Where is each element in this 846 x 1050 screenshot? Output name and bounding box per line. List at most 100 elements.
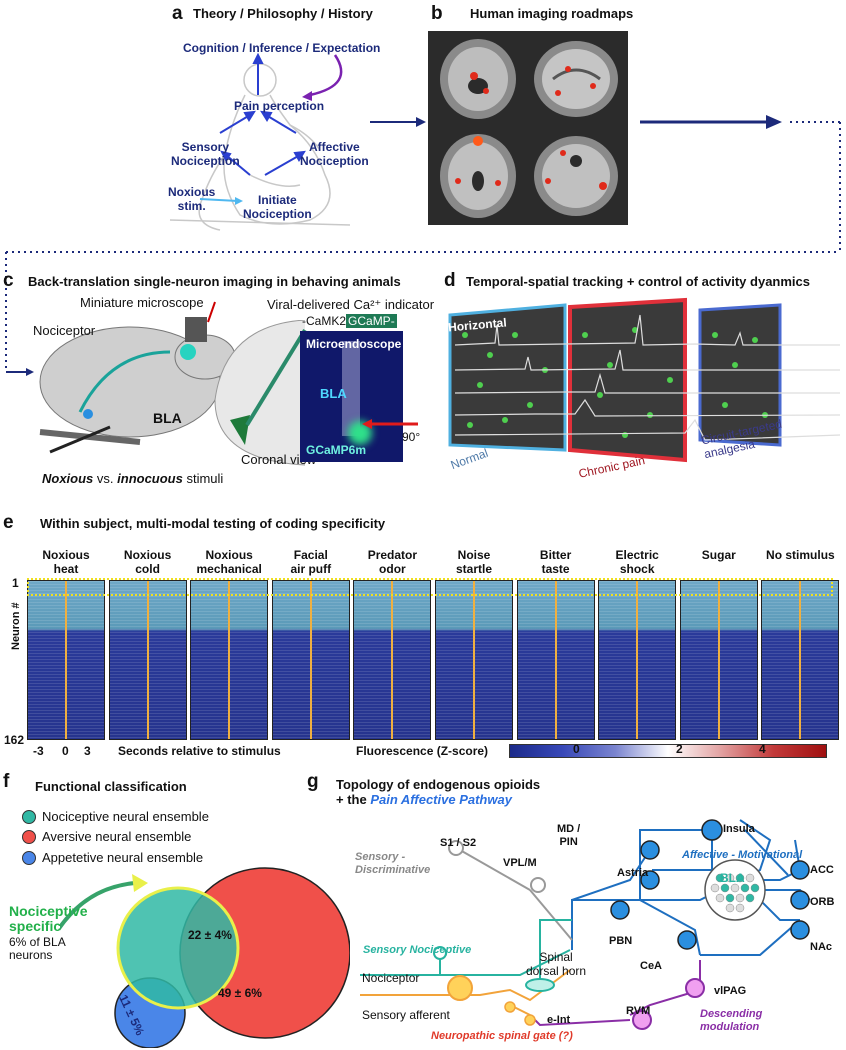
label-coronal-view: Coronal view	[241, 452, 317, 467]
panel-f-letter: f	[3, 771, 10, 792]
condition-title: Noxious mechanical	[196, 548, 262, 576]
panel-g-letter: g	[307, 771, 319, 792]
label-cea: CeA	[640, 960, 663, 972]
label-initiate-nociception: Initiate Nociception	[243, 193, 312, 221]
lens-track	[342, 341, 360, 436]
condition-title: Facial air puff	[290, 548, 332, 576]
label-spinal-horn: Spinal dorsal horn	[526, 950, 587, 978]
stimulus-onset-line	[309, 581, 312, 739]
coronal-section	[214, 320, 307, 466]
arrow-b-to-c	[640, 115, 841, 252]
panel-c-title: Back-translation single-neuron imaging i…	[28, 274, 401, 289]
legend-label: Aversive neural ensemble	[42, 829, 192, 844]
heatmap-cell	[435, 580, 513, 740]
panel-f-title: Functional classification	[35, 779, 187, 794]
label-nociceptor: Nociceptor	[33, 323, 96, 338]
venn-diagram	[60, 867, 350, 1048]
nociceptive-highlight	[27, 578, 833, 596]
legend-label: Appetetive neural ensemble	[42, 850, 204, 865]
condition-title: Predator odor	[367, 548, 418, 576]
label-microendoscope: Microendoscope	[306, 337, 402, 351]
microendoscope-image: Microendoscope BLA GCaMP6m	[300, 331, 403, 462]
rotation-arrow	[362, 419, 418, 429]
label-acc: ACC	[810, 864, 834, 876]
label-rvm: RVM	[626, 1005, 651, 1017]
label-mdpin: MD / PIN	[557, 823, 581, 848]
stimulus-onset-line	[65, 581, 67, 739]
label-noxious-stim: Noxious stim.	[168, 185, 216, 213]
heatmap-cell	[108, 580, 187, 740]
bla-cluster	[704, 859, 766, 921]
stimulus-onset-line	[391, 581, 394, 739]
ytick-top: 1	[12, 576, 19, 590]
label-vplm: VPL/M	[503, 857, 537, 869]
ytick-bottom: 162	[4, 733, 25, 747]
panel-b-letter: b	[431, 3, 443, 24]
cbar-tick-0: 0	[573, 742, 580, 756]
label-90-degrees: 90°	[402, 430, 421, 444]
text-vs: vs.	[93, 471, 118, 486]
panel-a-diagram	[169, 52, 351, 231]
label-cognition: Cognition / Inference / Expectation	[183, 41, 381, 55]
label-pain-perception: Pain perception	[234, 99, 325, 113]
text-stimuli: stimuli	[182, 471, 224, 486]
stimulus-onset-line	[636, 581, 639, 739]
cbar-tick-2: 2	[676, 742, 683, 756]
label-sensory-disc: Sensory - Discriminative	[355, 851, 431, 876]
xtick-0: 0	[62, 744, 69, 758]
panel-a-title: Theory / Philosophy / History	[193, 6, 373, 21]
legend-dot	[22, 809, 36, 824]
condition-title: No stimulus	[766, 548, 835, 562]
label-affective-motivational: Affective - Motivational	[682, 849, 803, 861]
panel-b-title: Human imaging roadmaps	[470, 6, 634, 21]
label-sensory-nociception: Sensory Nociception	[171, 140, 240, 168]
dotted-connector-left	[5, 252, 34, 376]
text-gcamp: GCaMP-	[346, 314, 397, 328]
value-overlap: 22 ± 4%	[188, 928, 232, 942]
stimulus-onset-line	[554, 581, 557, 739]
panel-g-subtitle: + the Pain Affective Pathway	[336, 792, 512, 807]
legend-appetitive: Appetetive neural ensemble	[22, 850, 203, 865]
brain-slice	[440, 134, 516, 218]
thinker-sketch	[169, 63, 351, 231]
colorbar-label: Fluorescence (Z-score)	[356, 744, 489, 758]
label-nac: NAc	[810, 941, 833, 953]
label-noci-percent: 6% of BLA neurons	[9, 935, 66, 962]
dotted-connector	[6, 251, 840, 253]
label-nociceptor-g: Nociceptor	[362, 971, 420, 985]
subtitle-plus: + the	[336, 792, 371, 807]
label-bla-node: BLA	[720, 871, 745, 885]
label-bla: BLA	[153, 410, 182, 426]
brain-slice	[534, 41, 618, 117]
panel-d-title: Temporal-spatial tracking + control of a…	[466, 274, 810, 289]
condition-title: Electric shock	[615, 548, 659, 576]
legend-dot	[22, 850, 36, 865]
xtick-3: 3	[84, 744, 91, 758]
subtitle-pathway: Pain Affective Pathway	[370, 792, 512, 807]
activity-traces	[454, 314, 841, 441]
panel-e-title: Within subject, multi-modal testing of c…	[40, 516, 386, 531]
label-sensory-afferent: Sensory afferent	[362, 1008, 450, 1022]
y-axis-label: Neuron #	[10, 602, 22, 650]
stimulus-onset-line	[799, 581, 802, 739]
label-sensory-nociceptive: Sensory Nociceptive	[363, 944, 472, 956]
label-miniature-microscope: Miniature microscope	[80, 295, 204, 310]
xtick-neg3: -3	[33, 744, 44, 758]
label-descending: Descending modulation	[700, 1008, 763, 1033]
text-innocuous: innocuous	[117, 471, 183, 486]
label-eint: e-Int	[547, 1014, 571, 1026]
label-astria: Astria	[617, 867, 649, 879]
label-insula: Insula	[723, 823, 755, 835]
heatmap-cell	[516, 580, 595, 740]
brain-imaging-panel	[428, 31, 628, 225]
heatmap-cell	[598, 580, 677, 740]
heatmap-cell	[761, 580, 840, 740]
condition-title: Sugar	[701, 548, 736, 562]
x-axis-label: Seconds relative to stimulus	[118, 744, 281, 758]
label-neuropathic-gate: Neuropathic spinal gate (?)	[431, 1030, 573, 1042]
legend-label: Nociceptive neural ensemble	[42, 809, 209, 824]
colorbar	[509, 744, 827, 758]
brain-slice	[440, 39, 516, 119]
stimulus-onset-line	[146, 581, 149, 739]
